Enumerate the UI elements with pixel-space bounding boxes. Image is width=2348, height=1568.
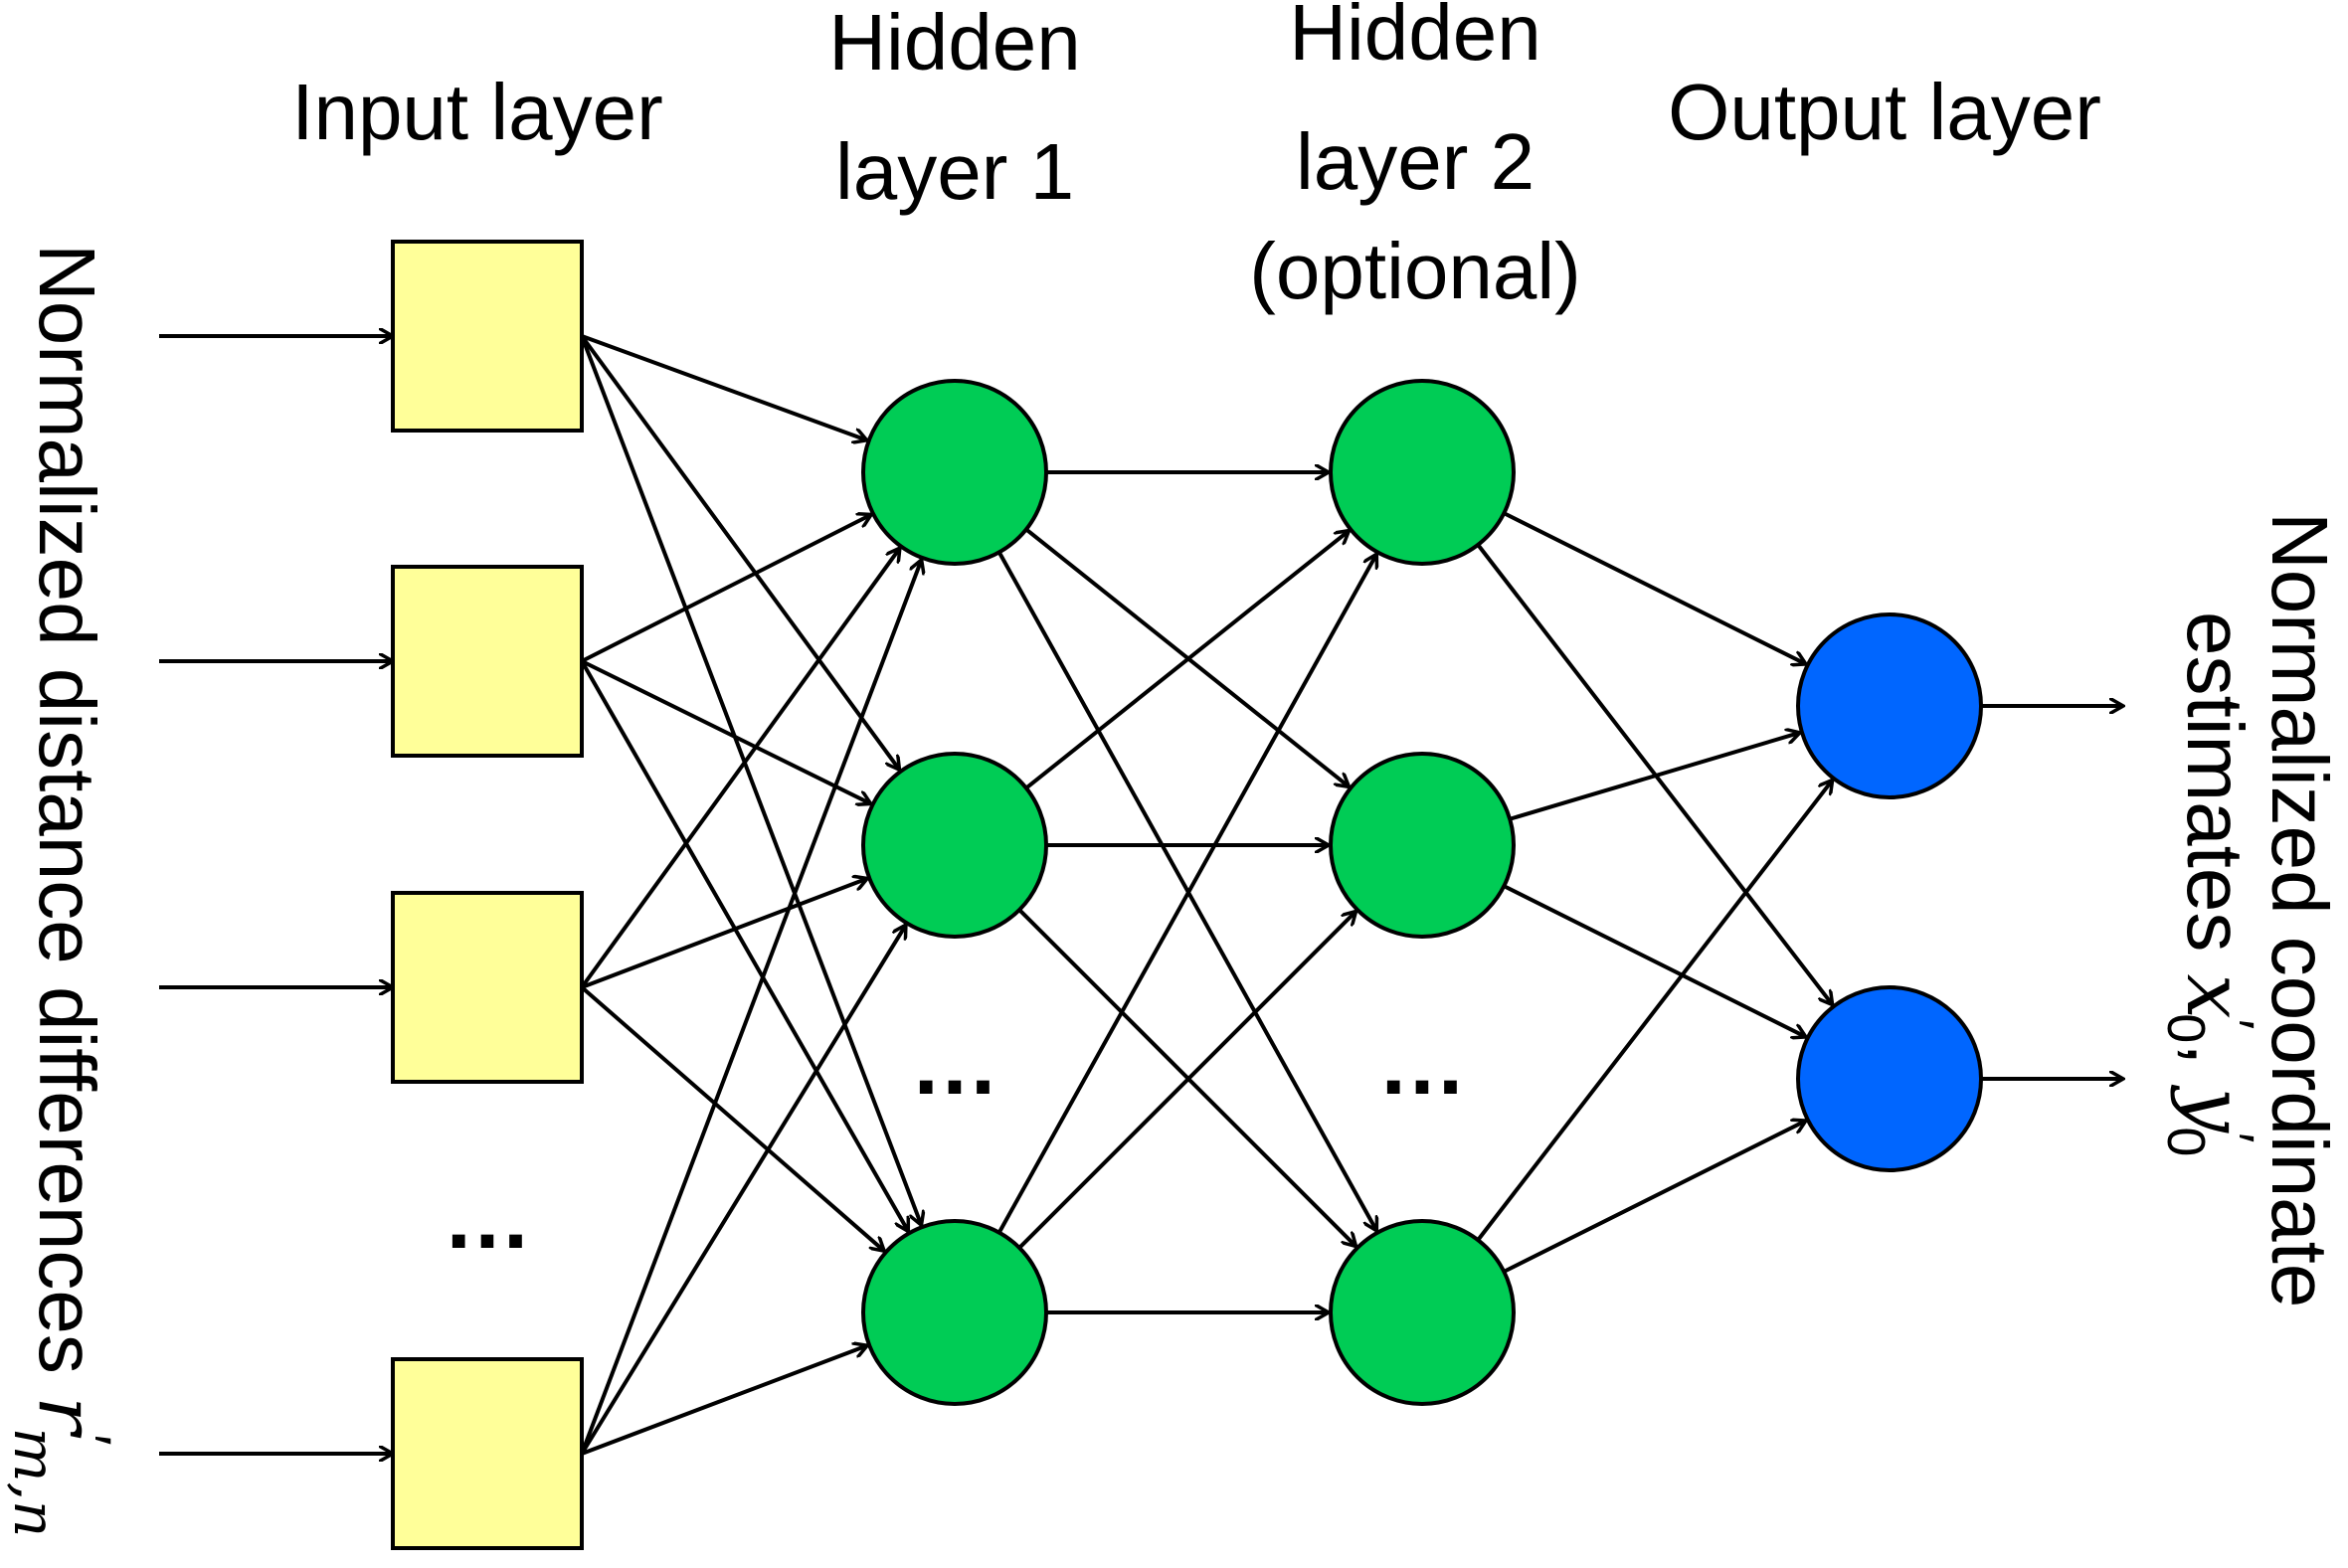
edge-h11-h20: [1024, 531, 1350, 790]
edge-h12-h21: [1017, 911, 1355, 1250]
hidden2-node-0: [1329, 379, 1516, 566]
right-label-sub-y: 0: [2156, 1127, 2216, 1156]
output-layer-title: Output layer: [1668, 68, 2101, 156]
edge-in3-h11: [580, 925, 906, 1456]
edge-in0-h10: [581, 334, 867, 440]
input-layer-ellipsis: …: [443, 1168, 532, 1268]
edge-in3-h10: [580, 560, 922, 1455]
input-node-3: [391, 1357, 584, 1550]
right-label-math-x: x: [2169, 974, 2261, 1019]
edge-in0-h12: [580, 335, 921, 1225]
nodes-group: [391, 240, 1983, 1550]
left-label-math-prime: ′: [57, 1434, 123, 1445]
input-layer-title: Input layer: [291, 68, 663, 156]
hidden1-node-2: [861, 1219, 1048, 1406]
hidden2-node-2: [1329, 1219, 1516, 1406]
edge-h20-out0: [1503, 511, 1806, 664]
hidden-layer-2-title-line3: (optional): [1249, 227, 1581, 315]
right-label-sep: ,: [2171, 1043, 2259, 1087]
hidden-layer-2-ellipsis: …: [1377, 1014, 1467, 1114]
edge-in2-h11: [581, 878, 867, 989]
hidden-layer-1-ellipsis: …: [910, 1014, 999, 1114]
input-node-1: [391, 565, 584, 758]
hidden-layer-2-title-line1: Hidden: [1289, 0, 1541, 77]
left-axis-label: Normalized distance differences r′m,n: [1, 244, 123, 1537]
connections-group: [159, 336, 2123, 1454]
edge-in2-h10: [580, 548, 900, 989]
input-node-2: [391, 891, 584, 1084]
edge-in1-h12: [580, 660, 908, 1231]
input-node-0: [391, 240, 584, 433]
edge-h21-out1: [1503, 884, 1806, 1037]
edge-in3-h12: [581, 1345, 867, 1456]
edge-in1-h10: [581, 514, 871, 663]
hidden1-node-0: [861, 379, 1048, 566]
hidden1-node-1: [861, 752, 1048, 939]
right-label-prime-y: ′: [2204, 1132, 2266, 1143]
right-label-sub-x: 0: [2156, 1013, 2216, 1043]
hidden-layer-1-title-line1: Hidden: [828, 0, 1081, 87]
left-label-math-var: r: [21, 1396, 113, 1439]
edge-h22-out0: [1476, 780, 1832, 1242]
right-label-text: estimates: [2171, 611, 2259, 974]
right-label-prime-x: ′: [2204, 1019, 2266, 1030]
edge-in2-h12: [580, 985, 884, 1251]
left-label-math-sub: m,n: [1, 1428, 69, 1538]
output-node-1: [1796, 985, 1983, 1172]
edge-h12-h20: [996, 554, 1377, 1234]
hidden-layer-2-title-line2: layer 2: [1296, 117, 1535, 206]
output-node-0: [1796, 612, 1983, 799]
right-axis-label-line1: Normalized coordinate: [2256, 512, 2344, 1307]
hidden2-node-1: [1329, 752, 1516, 939]
edge-h22-out1: [1503, 1121, 1806, 1274]
left-label-text: Normalized distance differences: [23, 244, 111, 1396]
edge-h21-out0: [1509, 733, 1800, 821]
right-label-math-y: y: [2169, 1085, 2261, 1134]
edge-in1-h11: [581, 659, 871, 803]
hidden-layer-1-title-line2: layer 1: [835, 127, 1074, 216]
edge-in0-h11: [580, 334, 899, 770]
right-axis-label-line2: estimates x′0, y′0: [2156, 611, 2266, 1156]
